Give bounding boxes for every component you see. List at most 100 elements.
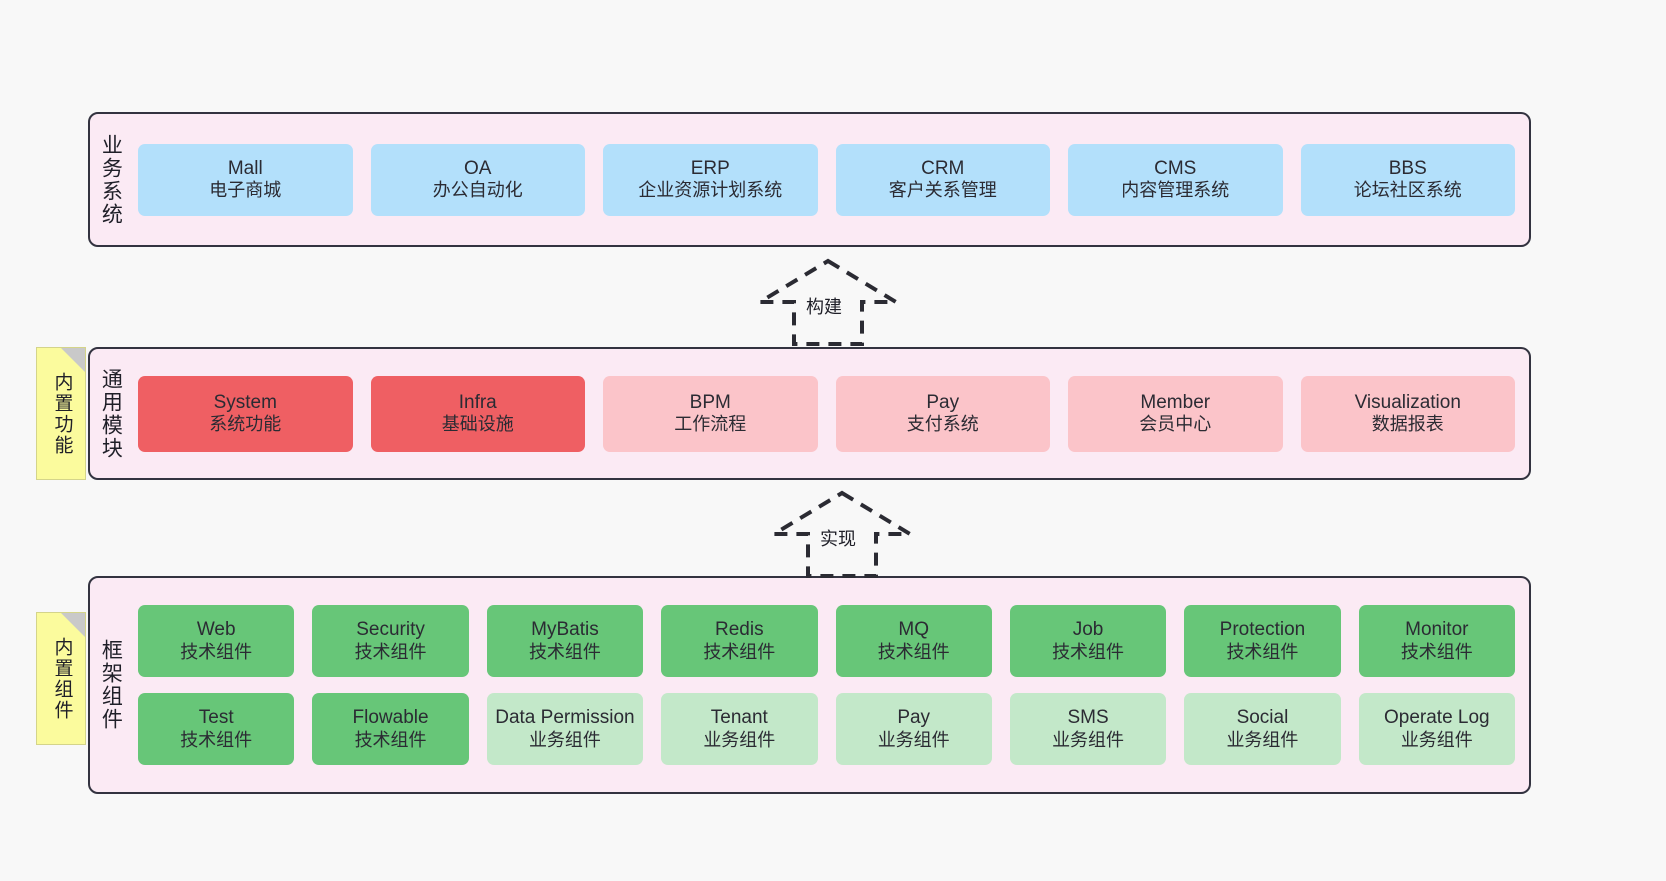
module-box-job[interactable]: Job 技术组件 [1009, 605, 1167, 677]
note-builtin-component-label: 内置组件 [51, 636, 73, 721]
module-name-en: Web [196, 619, 236, 641]
module-box-security[interactable]: Security 技术组件 [312, 605, 469, 677]
module-box-redis[interactable]: Redis 技术组件 [661, 605, 818, 677]
module-name-en: Social [1236, 707, 1289, 729]
arrow-up-dashed-icon [752, 258, 904, 346]
module-name-en: MQ [898, 619, 929, 641]
layer-common-row: System 系统功能 Infra 基础设施 BPM 工作流程 Pay 支付系统… [138, 375, 1515, 452]
module-name-en: OA [464, 157, 492, 179]
layer-common-module-body: System 系统功能 Infra 基础设施 BPM 工作流程 Pay 支付系统… [130, 349, 1529, 478]
module-box-member[interactable]: Member 会员中心 [1068, 375, 1283, 452]
module-name-en: Test [198, 707, 234, 729]
module-name-en: Redis [715, 619, 764, 641]
module-name-cn: 技术组件 [180, 641, 253, 662]
module-name-en: Protection [1219, 619, 1306, 641]
arrow-up-dashed-icon [766, 490, 918, 578]
module-name-cn: 系统功能 [209, 414, 282, 435]
module-box-operate-log[interactable]: Operate Log 业务组件 [1358, 693, 1515, 765]
layer-common-module: 通用模块 System 系统功能 Infra 基础设施 BPM 工作流程 Pay… [88, 347, 1531, 480]
module-name-cn: 数据报表 [1371, 414, 1444, 435]
module-box-visualization[interactable]: Visualization 数据报表 [1300, 375, 1515, 452]
module-name-en: Member [1140, 391, 1211, 413]
note-builtin-component: 内置组件 [36, 612, 86, 745]
module-box-pay-component[interactable]: Pay 业务组件 [835, 693, 992, 765]
module-name-en: Infra [458, 391, 497, 413]
module-box-mq[interactable]: MQ 技术组件 [835, 605, 992, 677]
module-box-sms[interactable]: SMS 业务组件 [1009, 693, 1167, 765]
layer-framework-component-label: 框架组件 [99, 639, 123, 731]
module-box-tenant[interactable]: Tenant 业务组件 [661, 693, 818, 765]
module-box-oa[interactable]: OA 办公自动化 [370, 143, 585, 216]
module-name-en: Operate Log [1383, 707, 1490, 729]
layer-framework-row-business: Test 技术组件 Flowable 技术组件 Data Permission … [138, 693, 1515, 765]
module-name-cn: 技术组件 [1400, 641, 1473, 662]
layer-business-system-body: Mall 电子商城 OA 办公自动化 ERP 企业资源计划系统 CRM 客户关系… [130, 114, 1529, 245]
module-box-cms[interactable]: CMS 内容管理系统 [1068, 143, 1283, 216]
module-name-cn: 技术组件 [354, 641, 427, 662]
module-name-cn: 业务组件 [1226, 729, 1299, 750]
module-name-cn: 办公自动化 [432, 180, 523, 201]
module-box-test[interactable]: Test 技术组件 [138, 693, 295, 765]
module-name-en: Visualization [1354, 391, 1461, 413]
module-name-en: Pay [926, 391, 960, 413]
module-box-web[interactable]: Web 技术组件 [138, 605, 295, 677]
module-name-cn: 客户关系管理 [888, 180, 997, 201]
module-box-social[interactable]: Social 业务组件 [1184, 693, 1341, 765]
module-name-cn: 支付系统 [906, 414, 979, 435]
module-box-monitor[interactable]: Monitor 技术组件 [1358, 605, 1515, 677]
module-name-cn: 业务组件 [703, 729, 776, 750]
module-name-en: MyBatis [531, 619, 599, 641]
layer-business-system: 业务系统 Mall 电子商城 OA 办公自动化 ERP 企业资源计划系统 CRM… [88, 112, 1531, 247]
module-name-cn: 内容管理系统 [1121, 180, 1230, 201]
module-box-pay[interactable]: Pay 支付系统 [835, 375, 1050, 452]
module-name-cn: 电子商城 [209, 180, 282, 201]
layer-framework-component-body: Web 技术组件 Security 技术组件 MyBatis 技术组件 Redi… [130, 578, 1529, 792]
module-name-cn: 技术组件 [354, 729, 427, 750]
module-box-erp[interactable]: ERP 企业资源计划系统 [603, 143, 818, 216]
module-box-bbs[interactable]: BBS 论坛社区系统 [1300, 143, 1515, 216]
module-name-cn: 技术组件 [703, 641, 776, 662]
module-name-cn: 技术组件 [180, 729, 253, 750]
module-name-en: Data Permission [495, 707, 635, 729]
module-name-en: System [213, 391, 277, 413]
module-box-system[interactable]: System 系统功能 [138, 375, 353, 452]
module-box-mall[interactable]: Mall 电子商城 [138, 143, 353, 216]
module-name-en: Mall [227, 157, 263, 179]
module-name-cn: 基础设施 [441, 414, 514, 435]
module-box-bpm[interactable]: BPM 工作流程 [603, 375, 818, 452]
arrow-implement-label: 实现 [817, 525, 859, 551]
module-box-crm[interactable]: CRM 客户关系管理 [835, 143, 1050, 216]
module-name-en: CMS [1154, 157, 1197, 179]
module-box-flowable[interactable]: Flowable 技术组件 [312, 693, 469, 765]
module-name-en: Pay [897, 707, 931, 729]
note-builtin-function: 内置功能 [36, 347, 86, 480]
layer-framework-row-tech: Web 技术组件 Security 技术组件 MyBatis 技术组件 Redi… [138, 605, 1515, 677]
module-name-en: SMS [1067, 707, 1109, 729]
layer-business-system-label: 业务系统 [99, 133, 123, 226]
module-name-cn: 业务组件 [1052, 729, 1125, 750]
module-name-cn: 技术组件 [1052, 641, 1125, 662]
module-name-en: BBS [1388, 157, 1427, 179]
module-name-en: BPM [689, 391, 731, 413]
module-box-protection[interactable]: Protection 技术组件 [1184, 605, 1341, 677]
module-name-cn: 会员中心 [1139, 414, 1212, 435]
arrow-build: 构建 [752, 258, 904, 346]
module-name-cn: 技术组件 [1226, 641, 1299, 662]
layer-common-module-label: 通用模块 [99, 367, 123, 460]
module-name-cn: 工作流程 [674, 414, 747, 435]
module-name-cn: 业务组件 [528, 729, 601, 750]
module-name-cn: 论坛社区系统 [1353, 180, 1462, 201]
module-box-data-permission[interactable]: Data Permission 业务组件 [486, 693, 644, 765]
note-builtin-function-label: 内置功能 [51, 371, 73, 456]
module-name-cn: 企业资源计划系统 [638, 180, 783, 201]
module-name-cn: 技术组件 [528, 641, 601, 662]
layer-business-row: Mall 电子商城 OA 办公自动化 ERP 企业资源计划系统 CRM 客户关系… [138, 143, 1515, 216]
module-name-en: ERP [690, 157, 730, 179]
arrow-build-label: 构建 [803, 293, 845, 319]
module-box-mybatis[interactable]: MyBatis 技术组件 [486, 605, 644, 677]
layer-framework-component: 框架组件 Web 技术组件 Security 技术组件 MyBatis 技术组件… [88, 576, 1531, 794]
module-box-infra[interactable]: Infra 基础设施 [370, 375, 585, 452]
module-name-en: Job [1072, 619, 1104, 641]
module-name-en: Tenant [710, 707, 768, 729]
